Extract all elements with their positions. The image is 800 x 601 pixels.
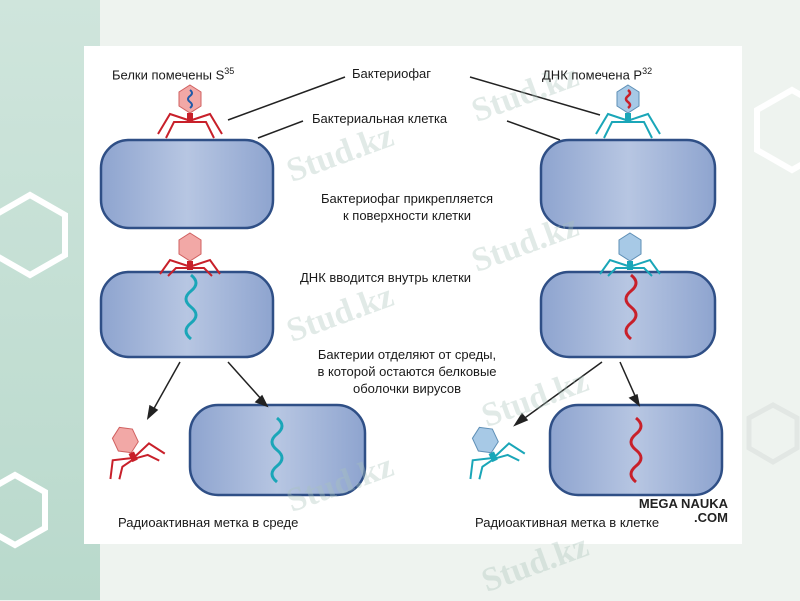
- bacterial-cell-left-2: [99, 270, 275, 359]
- proteins-labeled-label: Белки помечены S35: [112, 66, 235, 83]
- label-connector-lines: [227, 76, 601, 141]
- phage-ghost-red-icon: [109, 426, 166, 480]
- bacterial-cell-right-2: [539, 270, 717, 359]
- process-arrows: [146, 361, 641, 427]
- radio-label-cell: Радиоактивная метка в клетке: [475, 515, 660, 530]
- hexagon-decor-icon: [0, 471, 48, 549]
- bacteriophage-label: Бактериофаг: [352, 66, 432, 81]
- dna-strand-red-in-cell: [629, 416, 643, 484]
- dna-strand-cyan: [184, 273, 198, 341]
- radio-label-medium: Радиоактивная метка в среде: [118, 515, 299, 530]
- bacterial-cell-label: Бактериальная клетка: [312, 111, 448, 126]
- left-decor-band: [0, 0, 100, 600]
- dna-strand-red: [624, 273, 638, 341]
- dna-strand-cyan-in-cell: [270, 416, 284, 484]
- hexagon-decor-icon: [0, 191, 68, 279]
- attach-step-label: Бактериофаг прикрепляется к поверхности …: [320, 191, 494, 223]
- phage-red-icon: [157, 84, 223, 139]
- bacterial-cell-right-1: [539, 138, 717, 230]
- phage-cyan-attached-icon: [599, 232, 661, 277]
- hexagon-decor-icon: [746, 402, 800, 465]
- phage-red-attached-icon: [159, 232, 221, 277]
- phage-cyan-icon: [595, 84, 661, 139]
- dna-labeled-label: ДНК помечена P32: [542, 66, 653, 83]
- phage-ghost-cyan-icon: [469, 426, 526, 480]
- mega-nauka-logo: MEGA NAUKA .COM: [638, 496, 728, 525]
- bacterial-cell-left-1: [99, 138, 275, 230]
- dna-inject-step-label: ДНК вводится внутрь клетки: [300, 270, 472, 285]
- hexagon-decor-icon: [754, 86, 800, 174]
- separation-step-label: Бактерии отделяют от среды, в которой ос…: [317, 347, 497, 396]
